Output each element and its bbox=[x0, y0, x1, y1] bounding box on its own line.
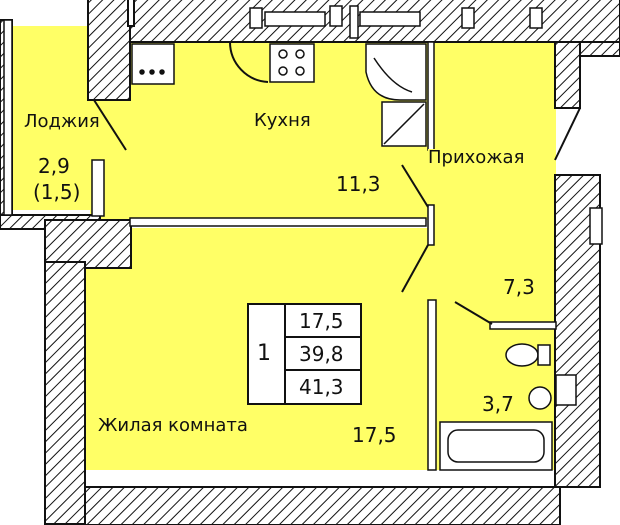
loggia-area: 2,9 bbox=[38, 154, 70, 178]
wall-right-ledge bbox=[579, 41, 620, 57]
corner-sink bbox=[365, 43, 427, 101]
partition-hallway-mid bbox=[427, 204, 435, 246]
loggia-label: Лоджия bbox=[24, 111, 100, 132]
loggia-fill bbox=[12, 26, 92, 210]
partition-bath-left bbox=[427, 299, 437, 471]
wall-right-upper bbox=[554, 41, 581, 109]
hallway-fill bbox=[428, 42, 556, 332]
wall-right-lower bbox=[554, 174, 601, 488]
partition-hallway-left bbox=[427, 41, 435, 151]
summary-living-area: 17,5 bbox=[299, 309, 344, 333]
kitchen-counter-left bbox=[131, 43, 175, 85]
kitchen-label: Кухня bbox=[254, 110, 311, 131]
door-swings bbox=[93, 41, 581, 325]
washbasin-icon bbox=[528, 386, 552, 410]
windows bbox=[3, 5, 603, 245]
stove bbox=[269, 43, 315, 83]
hallway-area: 7,3 bbox=[503, 275, 535, 299]
summary-total-area: 39,8 bbox=[299, 342, 344, 366]
loggia-reduced-area: (1,5) bbox=[33, 180, 81, 204]
wall-top-left-pier bbox=[87, 0, 131, 101]
living-room-area: 17,5 bbox=[352, 423, 397, 447]
toilet-icon bbox=[505, 343, 539, 367]
partition-loggia-door bbox=[91, 159, 105, 217]
wall-kitchen-window-sill bbox=[127, 0, 135, 27]
rooms-count: 1 bbox=[257, 341, 271, 366]
wall-living-left bbox=[44, 261, 86, 525]
partitions bbox=[91, 41, 557, 471]
area-summary-table: 1 17,5 39,8 41,3 bbox=[247, 303, 362, 405]
bathroom-area: 3,7 bbox=[482, 392, 514, 416]
bathroom-fixtures bbox=[439, 343, 577, 471]
summary-table-border bbox=[247, 303, 362, 405]
partition-bath-top bbox=[489, 321, 557, 330]
partition-kitchen-living bbox=[129, 217, 427, 227]
summary-total-with-loggia: 41,3 bbox=[299, 375, 344, 399]
kitchen-area: 11,3 bbox=[336, 172, 381, 196]
wall-bottom bbox=[84, 486, 561, 525]
hallway-label: Прихожая bbox=[428, 147, 525, 168]
living-room-label: Жилая комната bbox=[98, 415, 248, 436]
kitchen-fixtures bbox=[131, 43, 427, 147]
wall-living-left-pier bbox=[44, 219, 132, 269]
